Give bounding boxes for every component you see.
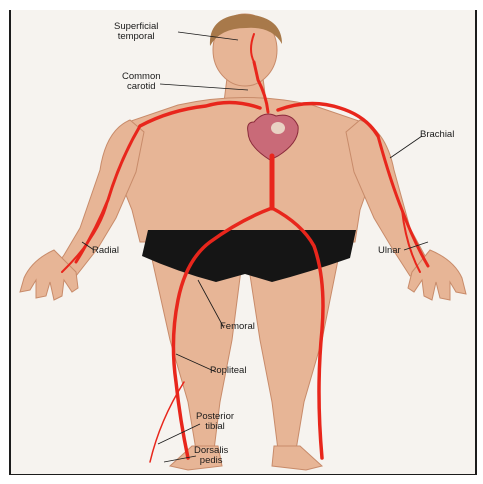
label-posterior-tibial-line2: tibial — [196, 422, 234, 432]
arterial-system-figure: Superficial temporal Common carotid Brac… — [10, 10, 475, 475]
label-dorsalis-pedis: Dorsalis pedis — [194, 446, 228, 466]
label-common-carotid: Common carotid — [122, 72, 161, 92]
right-border — [475, 10, 477, 475]
label-ulnar: Ulnar — [378, 246, 401, 256]
label-superficial-temporal-line2: temporal — [114, 32, 158, 42]
label-femoral: Femoral — [220, 322, 255, 332]
left-border — [9, 10, 11, 475]
label-superficial-temporal: Superficial temporal — [114, 22, 158, 42]
label-brachial: Brachial — [420, 130, 454, 140]
label-common-carotid-line2: carotid — [122, 82, 161, 92]
bottom-border — [9, 474, 477, 475]
label-popliteal: Popliteal — [210, 366, 246, 376]
body-illustration — [10, 10, 475, 475]
label-radial: Radial — [92, 246, 119, 256]
label-dorsalis-pedis-line2: pedis — [194, 456, 228, 466]
label-posterior-tibial: Posterior tibial — [196, 412, 234, 432]
